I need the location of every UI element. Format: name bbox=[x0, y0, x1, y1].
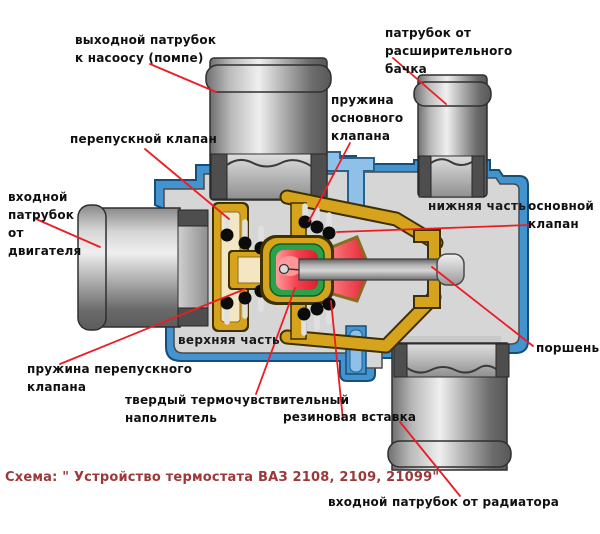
label-thermo-filler: твердый термочувствительный наполнитель bbox=[125, 393, 350, 425]
engine-inlet-pipe bbox=[77, 204, 209, 331]
label-piston: поршень bbox=[536, 341, 600, 355]
label-main-valve-spring: пружина основного клапана bbox=[331, 93, 404, 143]
leader-lines bbox=[35, 57, 534, 497]
label-radiator-inlet: входной патрубок от радиатора bbox=[328, 495, 560, 509]
diagram-caption: Схема: " Устройство термостата ВАЗ 2108,… bbox=[5, 470, 440, 485]
label-engine-inlet: входной патрубок от двигателя bbox=[8, 190, 82, 258]
piston-rod bbox=[298, 253, 465, 286]
main-valve-spring bbox=[297, 203, 336, 336]
bypass-valve-spring bbox=[220, 213, 268, 325]
pump-outlet-pipe bbox=[205, 57, 332, 201]
label-bypass-spring: пружина перепускного клапана bbox=[27, 362, 193, 394]
label-bypass-valve: перепускной клапан bbox=[70, 132, 217, 146]
label-upper-part: верхняя часть bbox=[178, 333, 280, 347]
label-main-valve: основной клапан bbox=[528, 199, 595, 231]
label-lower-part: нижняя часть bbox=[428, 199, 527, 213]
label-pump-outlet: выходной патрубок к насоосу (помпе) bbox=[75, 33, 217, 65]
label-expansion-tank: патрубок от расширительного бачка bbox=[385, 26, 513, 76]
radiator-inlet-pipe bbox=[387, 342, 512, 471]
main-valve-frame bbox=[279, 189, 444, 354]
label-rubber-insert: резиновая вставка bbox=[283, 410, 417, 424]
thermo-element bbox=[260, 235, 368, 305]
expansion-tank-pipe bbox=[413, 74, 492, 198]
